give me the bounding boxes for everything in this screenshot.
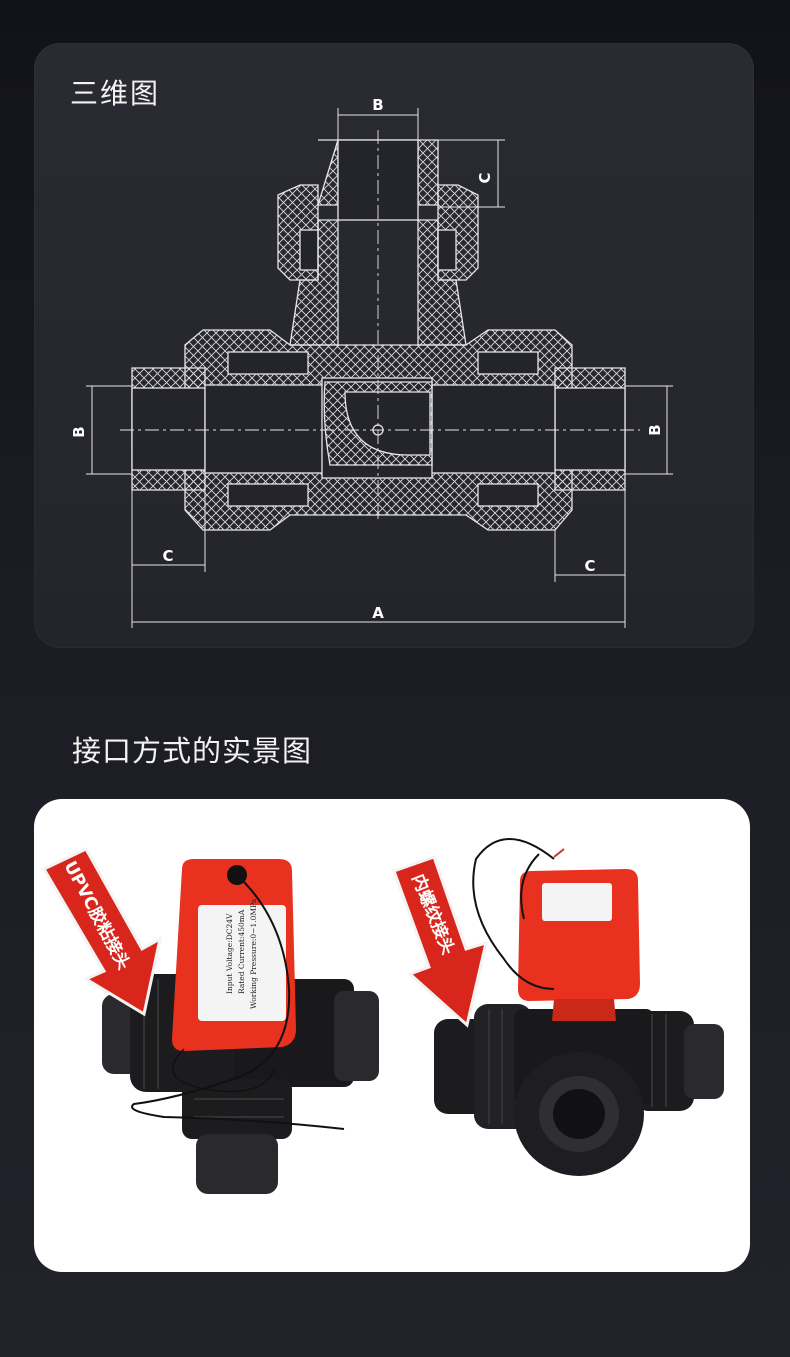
nameplate-line-1: Input Voltage:DC24V	[225, 913, 234, 994]
product-photo-card: Input Voltage:DC24V Rated Current:450mA …	[34, 799, 750, 1272]
valve-cross-section-drawing: B C B B C C A	[70, 96, 673, 628]
product-photos: Input Voltage:DC24V Rated Current:450mA …	[41, 838, 724, 1194]
dim-label-b-right: B	[646, 424, 664, 435]
upvc-valve-photo: Input Voltage:DC24V Rated Current:450mA …	[102, 859, 379, 1194]
dim-label-a: A	[372, 604, 384, 622]
dim-label-c-top: C	[476, 172, 494, 183]
threaded-actuator-nameplate	[542, 883, 612, 921]
drawing-title: 三维图	[70, 77, 161, 110]
threaded-callout-arrow: 内螺纹接头	[392, 855, 489, 1028]
dim-label-b-top: B	[372, 96, 383, 114]
nameplate-line-3: Working Pressure:0~1.0MPa	[249, 898, 258, 1009]
upvc-actuator-nameplate	[198, 905, 286, 1021]
dim-label-c-right: C	[584, 557, 595, 575]
dim-label-b-left: B	[70, 426, 88, 437]
nameplate-line-2: Rated Current:450mA	[237, 909, 246, 994]
upvc-callout-arrow: UPVC胶粘接头	[41, 847, 163, 1017]
threaded-valve-photo	[434, 838, 724, 1176]
interface-section-title: 接口方式的实景图	[72, 734, 313, 768]
dim-label-c-left: C	[162, 547, 173, 565]
